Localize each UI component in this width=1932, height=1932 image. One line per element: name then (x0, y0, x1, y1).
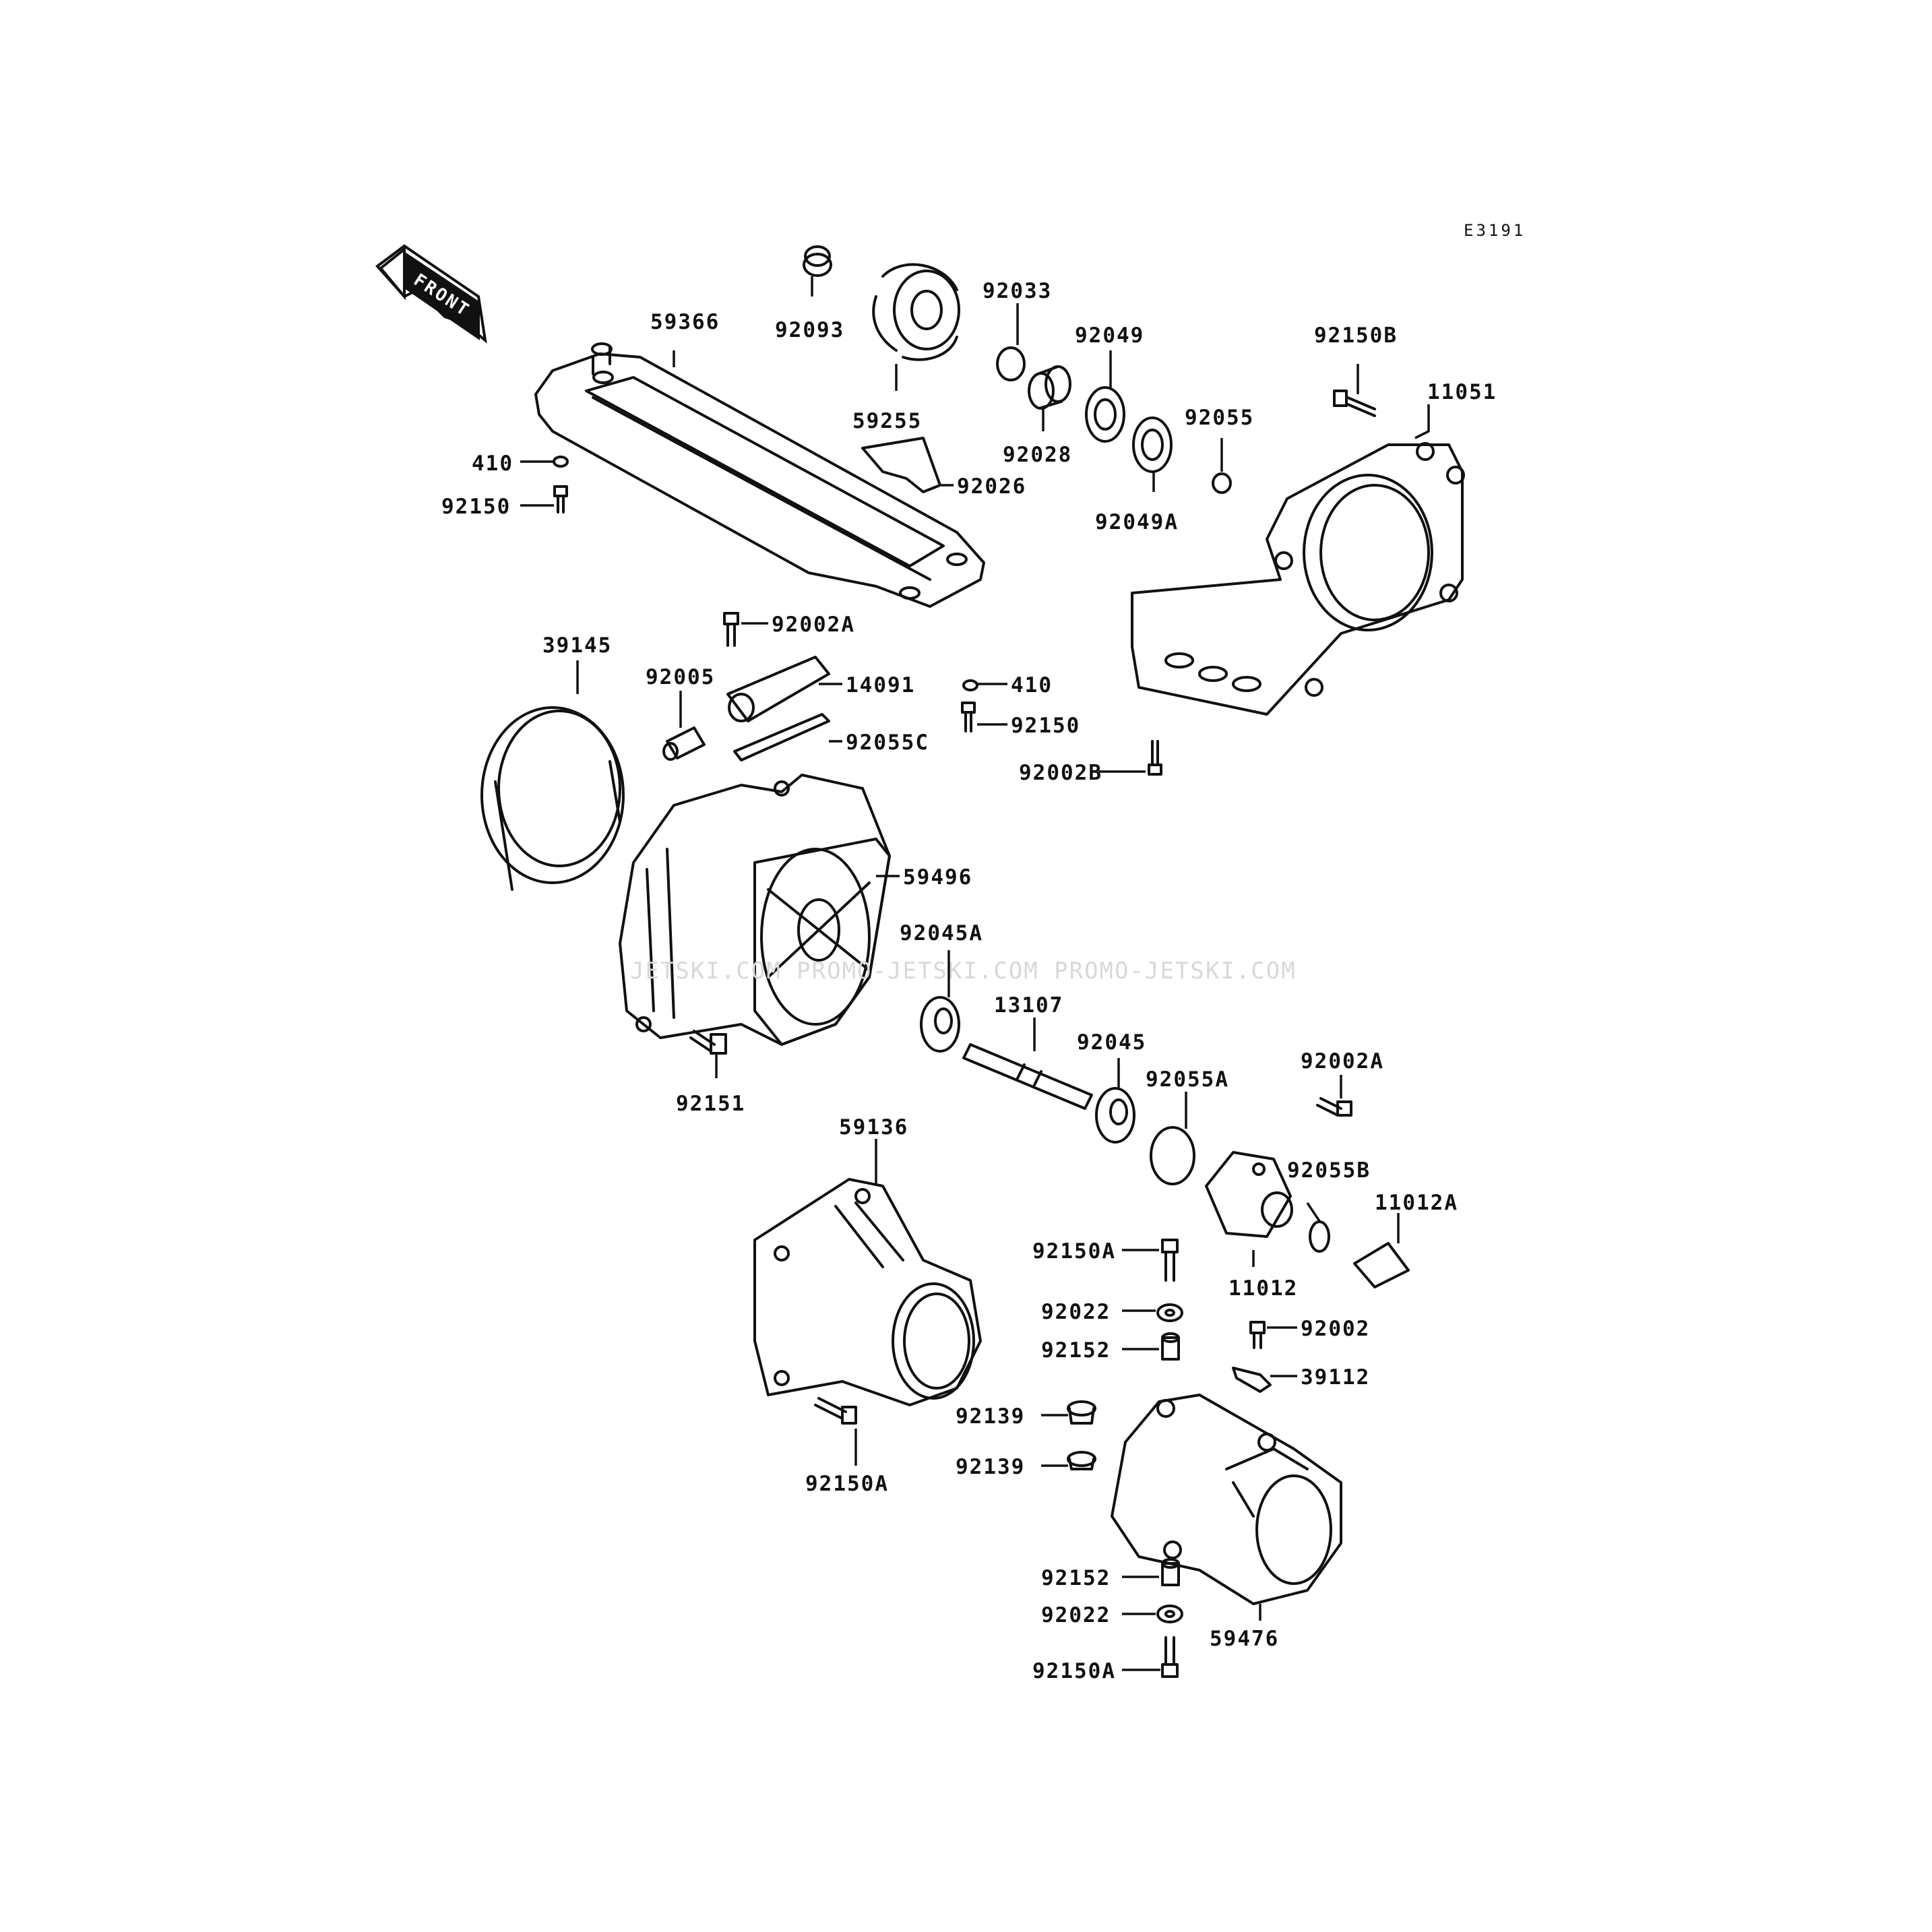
callout-92033: 92033 (983, 279, 1052, 303)
washer-icon-410-top (553, 456, 569, 468)
callout-11012: 11012 (1228, 1276, 1298, 1301)
callout-92049A: 92049A (1095, 510, 1179, 534)
callout-92151: 92151 (676, 1092, 745, 1116)
collar-icon-92152-a (1161, 1332, 1180, 1361)
oil-seal-92049 (1085, 386, 1125, 443)
bolt-icon-92002B (1148, 740, 1162, 776)
cap-11012 (1205, 1151, 1293, 1238)
washer-icon-92022-b (1156, 1604, 1183, 1623)
o-ring-92055A (1150, 1126, 1195, 1185)
callout-92028: 92028 (1003, 443, 1072, 467)
callout-59255: 59255 (852, 409, 922, 433)
plug-11012A (1353, 1242, 1410, 1288)
callout-92055: 92055 (1185, 406, 1254, 430)
callout-92055C: 92055C (846, 730, 929, 755)
callout-92150A-a: 92150A (1032, 1239, 1116, 1264)
callout-92055B: 92055B (1287, 1158, 1371, 1183)
callout-59136: 59136 (839, 1115, 908, 1140)
callout-410-mid: 410 (1011, 673, 1053, 697)
cover-14091 (726, 656, 830, 722)
callout-92055A: 92055A (1146, 1067, 1229, 1092)
callout-92150A-b: 92150A (805, 1472, 889, 1496)
callout-92026: 92026 (957, 474, 1026, 499)
callout-92049: 92049 (1075, 323, 1144, 348)
bolt-icon-92002A-top (723, 612, 739, 647)
callout-92022-a: 92022 (1041, 1300, 1111, 1324)
o-ring-92055B (1309, 1220, 1330, 1253)
callout-92139-a: 92139 (956, 1404, 1025, 1429)
bolt-icon-92150-mid (961, 702, 976, 733)
o-ring-92055 (1212, 472, 1232, 494)
bolt-icon-92002A-right (1316, 1097, 1352, 1117)
collar-92028 (1028, 365, 1071, 410)
gasket-92055C (733, 713, 830, 761)
callout-92002A-top: 92002A (772, 613, 855, 637)
front-arrow-icon: FRONT (375, 244, 487, 344)
callout-13107: 13107 (994, 993, 1063, 1018)
washer-icon-92022-a (1156, 1303, 1183, 1322)
callout-92045: 92045 (1077, 1030, 1146, 1055)
callout-11051: 11051 (1427, 380, 1497, 404)
fitting-92005 (662, 726, 706, 761)
bolt-icon-92002 (1249, 1321, 1266, 1349)
callout-92150-top: 92150 (441, 495, 511, 519)
ride-plate-59366 (534, 342, 985, 608)
callout-59366: 59366 (650, 310, 720, 334)
callout-92152-a: 92152 (1041, 1338, 1111, 1363)
lever-icon-39112 (1232, 1367, 1272, 1393)
callout-410-top: 410 (472, 451, 513, 476)
callout-92152-b: 92152 (1041, 1566, 1111, 1590)
callouts: 92093 59255 92033 92049 92028 92049A 920… (441, 279, 1497, 1683)
callout-92002A-right: 92002A (1301, 1049, 1384, 1073)
callout-92005: 92005 (646, 665, 715, 689)
bolt-icon-92150-top (553, 485, 568, 513)
pump-case-59496 (619, 774, 891, 1046)
bearing-92045A (920, 996, 960, 1053)
bushing-icon-92139-a (1067, 1400, 1096, 1425)
callout-92139-b: 92139 (956, 1455, 1025, 1479)
collar-icon-92152-b (1161, 1558, 1180, 1586)
callout-92002: 92002 (1301, 1317, 1370, 1341)
callout-39145: 39145 (542, 633, 612, 658)
bolt-icon-92151 (689, 1030, 727, 1055)
callout-59496: 59496 (903, 865, 972, 890)
callout-11012A: 11012A (1375, 1191, 1458, 1215)
impeller-59255 (872, 263, 960, 361)
bearing-92045 (1095, 1087, 1135, 1144)
washer-icon-410-mid (962, 679, 978, 691)
callout-92002B: 92002B (1019, 761, 1102, 785)
callout-92150A-c: 92150A (1032, 1659, 1116, 1683)
bolt-icon-92150B (1333, 389, 1376, 417)
circlip-92033 (996, 346, 1026, 381)
reverse-bucket-59476 (1111, 1394, 1342, 1605)
bracket-92026 (861, 437, 941, 493)
watermark: JETSKI.COM PROMO-JETSKI.COM PROMO-JETSKI… (630, 958, 1297, 985)
nozzle-59136 (753, 1178, 982, 1406)
pump-housing-11051 (1131, 442, 1465, 716)
leader-lines (520, 276, 1430, 1671)
bolt-icon-92150A-c (1161, 1636, 1179, 1678)
bushing-icon-92139-b (1067, 1451, 1096, 1470)
callout-92045A: 92045A (900, 921, 983, 945)
shaft-13107 (962, 1043, 1093, 1110)
bolt-icon-92150A-a (1161, 1239, 1179, 1282)
callout-39112: 39112 (1301, 1365, 1370, 1390)
bolt-icon-92150A-b (814, 1397, 857, 1425)
ring-39145 (480, 706, 625, 891)
callout-92150B: 92150B (1314, 323, 1398, 348)
oil-seal-92049A (1132, 416, 1173, 473)
callout-14091: 14091 (846, 673, 915, 697)
callout-92022-b: 92022 (1041, 1603, 1111, 1627)
cap-92093 (803, 245, 832, 277)
callout-92150-mid: 92150 (1011, 714, 1080, 738)
diagram-code: E3191 (1464, 221, 1526, 240)
callout-59476: 59476 (1210, 1627, 1279, 1651)
callout-92093: 92093 (775, 318, 844, 342)
